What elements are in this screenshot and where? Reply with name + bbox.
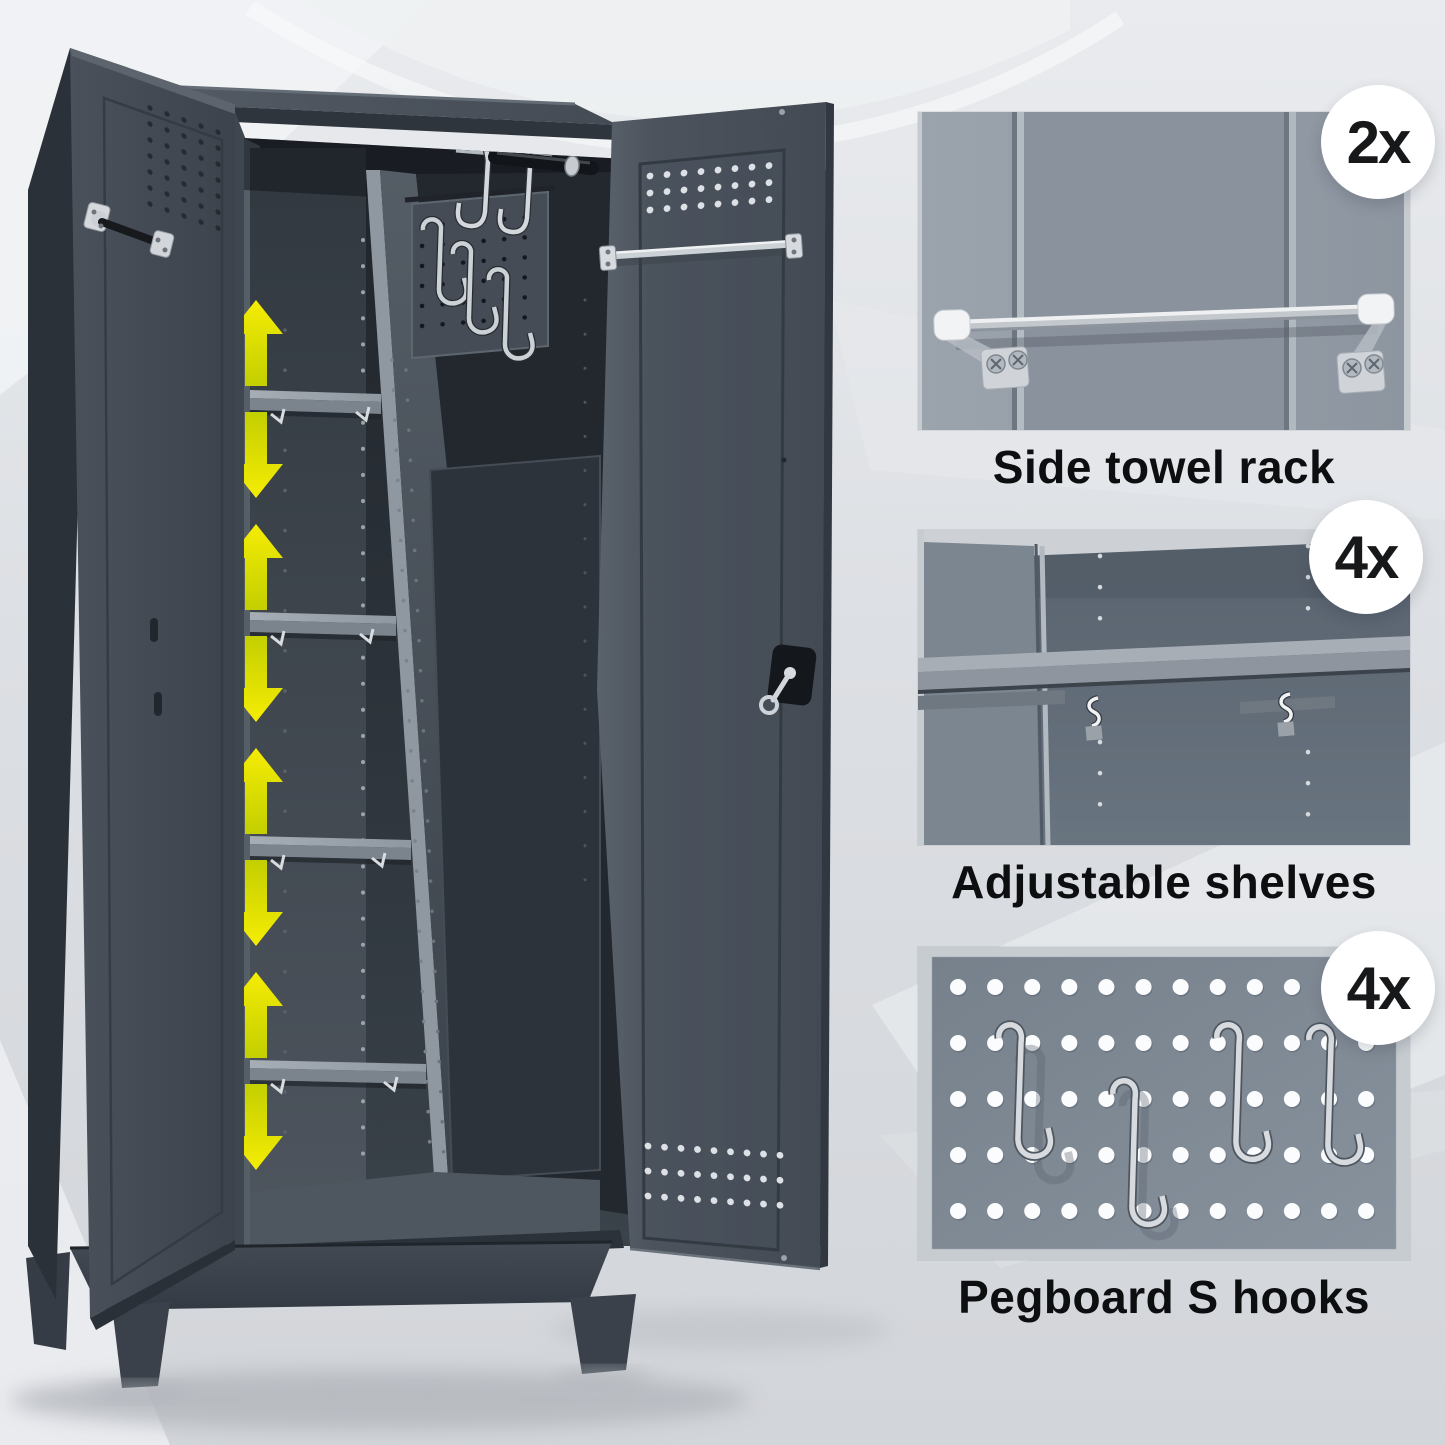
divider-edge: [366, 170, 450, 1205]
cabinet-top-lip: [235, 107, 618, 140]
callout-towel-rack: 2x Side towel rack: [918, 85, 1435, 494]
shelf-rail: [918, 690, 1065, 710]
key-bow: [759, 695, 779, 715]
left-door: [28, 48, 235, 1330]
right-door-bottom-edge: [629, 1247, 821, 1271]
vent-holes-icon: [646, 162, 773, 214]
vent-holes-icon: [644, 1142, 784, 1209]
background-swirl-top: [300, 0, 1070, 121]
top-edge-highlight: [111, 82, 576, 106]
screw: [779, 109, 785, 115]
right-door-edge: [820, 102, 834, 1268]
pegboard-photo: [918, 947, 1410, 1260]
bar-highlight: [609, 239, 793, 255]
vent-holes-icon: [147, 105, 221, 231]
callout-adjustable-shelves: 4x Adjustable shelves: [918, 500, 1423, 909]
bar-bracket: [784, 233, 804, 259]
left-door-top-edge: [70, 48, 235, 114]
bar-shadow: [955, 324, 1379, 350]
mount-plate: [1336, 350, 1386, 394]
shelf-clip: [383, 1076, 399, 1093]
right-door-face: [597, 102, 826, 1268]
lock-icon: [759, 644, 817, 715]
towel-bar-right: [598, 233, 804, 271]
screw: [781, 1255, 787, 1261]
shelf: [250, 612, 396, 647]
towel-bar-highlight: [951, 304, 1377, 324]
shelf-clip: [1277, 691, 1295, 737]
foot: [26, 1252, 70, 1350]
right-door-panel: [640, 150, 784, 1250]
left-stile: [232, 104, 246, 1250]
shelf-clip: [270, 854, 286, 871]
shelves: [250, 390, 426, 1095]
screw-hole: [781, 457, 787, 463]
shelf-clip: [359, 628, 375, 645]
right-door: [597, 102, 834, 1271]
ceiling: [924, 530, 1410, 560]
shelf: [250, 390, 381, 425]
handle-slot: [154, 692, 162, 716]
shelf-clip: [355, 406, 371, 423]
left-door-edge: [28, 48, 90, 1300]
callout-pegboard-hooks: 4x Pegboard S hooks: [918, 931, 1435, 1324]
shelf-front: [918, 650, 1410, 690]
cabinet-top: [112, 84, 618, 125]
towel-bar: [951, 304, 1377, 332]
bar: [98, 218, 166, 248]
foot: [112, 1302, 170, 1388]
shelf-clip: [270, 630, 286, 647]
mount-plate: [980, 346, 1030, 390]
pegboard: [404, 185, 556, 362]
handle-slot: [150, 618, 158, 642]
right-door-recess: [638, 148, 786, 1252]
door-shadow: [550, 1310, 890, 1350]
compartment-back-panel: [428, 454, 601, 1182]
shelf-clip: [371, 852, 387, 869]
quantity-badge: 4x: [1321, 931, 1435, 1045]
shelf: [250, 1060, 426, 1095]
end-cap: [933, 309, 971, 341]
shelf-clip: [270, 1078, 286, 1095]
shelf-top: [918, 636, 1410, 672]
shelf-clip: [1085, 695, 1103, 741]
shelf-clip: [270, 408, 286, 425]
shelf: [250, 836, 411, 871]
quantity-badge: 4x: [1309, 500, 1423, 614]
bar-shadow: [613, 245, 795, 267]
s-hook-icon: [419, 215, 536, 362]
callout-caption: Pegboard S hooks: [958, 1271, 1370, 1323]
s-hooks: [994, 1020, 1365, 1241]
bar: [609, 240, 793, 260]
foot: [570, 1294, 636, 1374]
interior-floor: [250, 1172, 600, 1246]
callout-caption: Side towel rack: [992, 441, 1336, 493]
interior-back-panel: [250, 148, 366, 1198]
left-door-bottom-edge: [90, 1240, 235, 1330]
key-shaft: [770, 673, 791, 703]
cabinet-shadow: [10, 1370, 750, 1430]
left-door-recess: [102, 96, 224, 1287]
bar-bracket: [598, 245, 618, 271]
end-cap: [1357, 293, 1395, 325]
towel-bar-left: [83, 202, 175, 258]
shelf-rail: [1240, 696, 1335, 714]
bar-bracket: [149, 230, 175, 258]
rod-end-cap: [564, 155, 580, 177]
callout-caption: Adjustable shelves: [951, 856, 1377, 908]
quantity-badge: 2x: [1321, 85, 1435, 199]
